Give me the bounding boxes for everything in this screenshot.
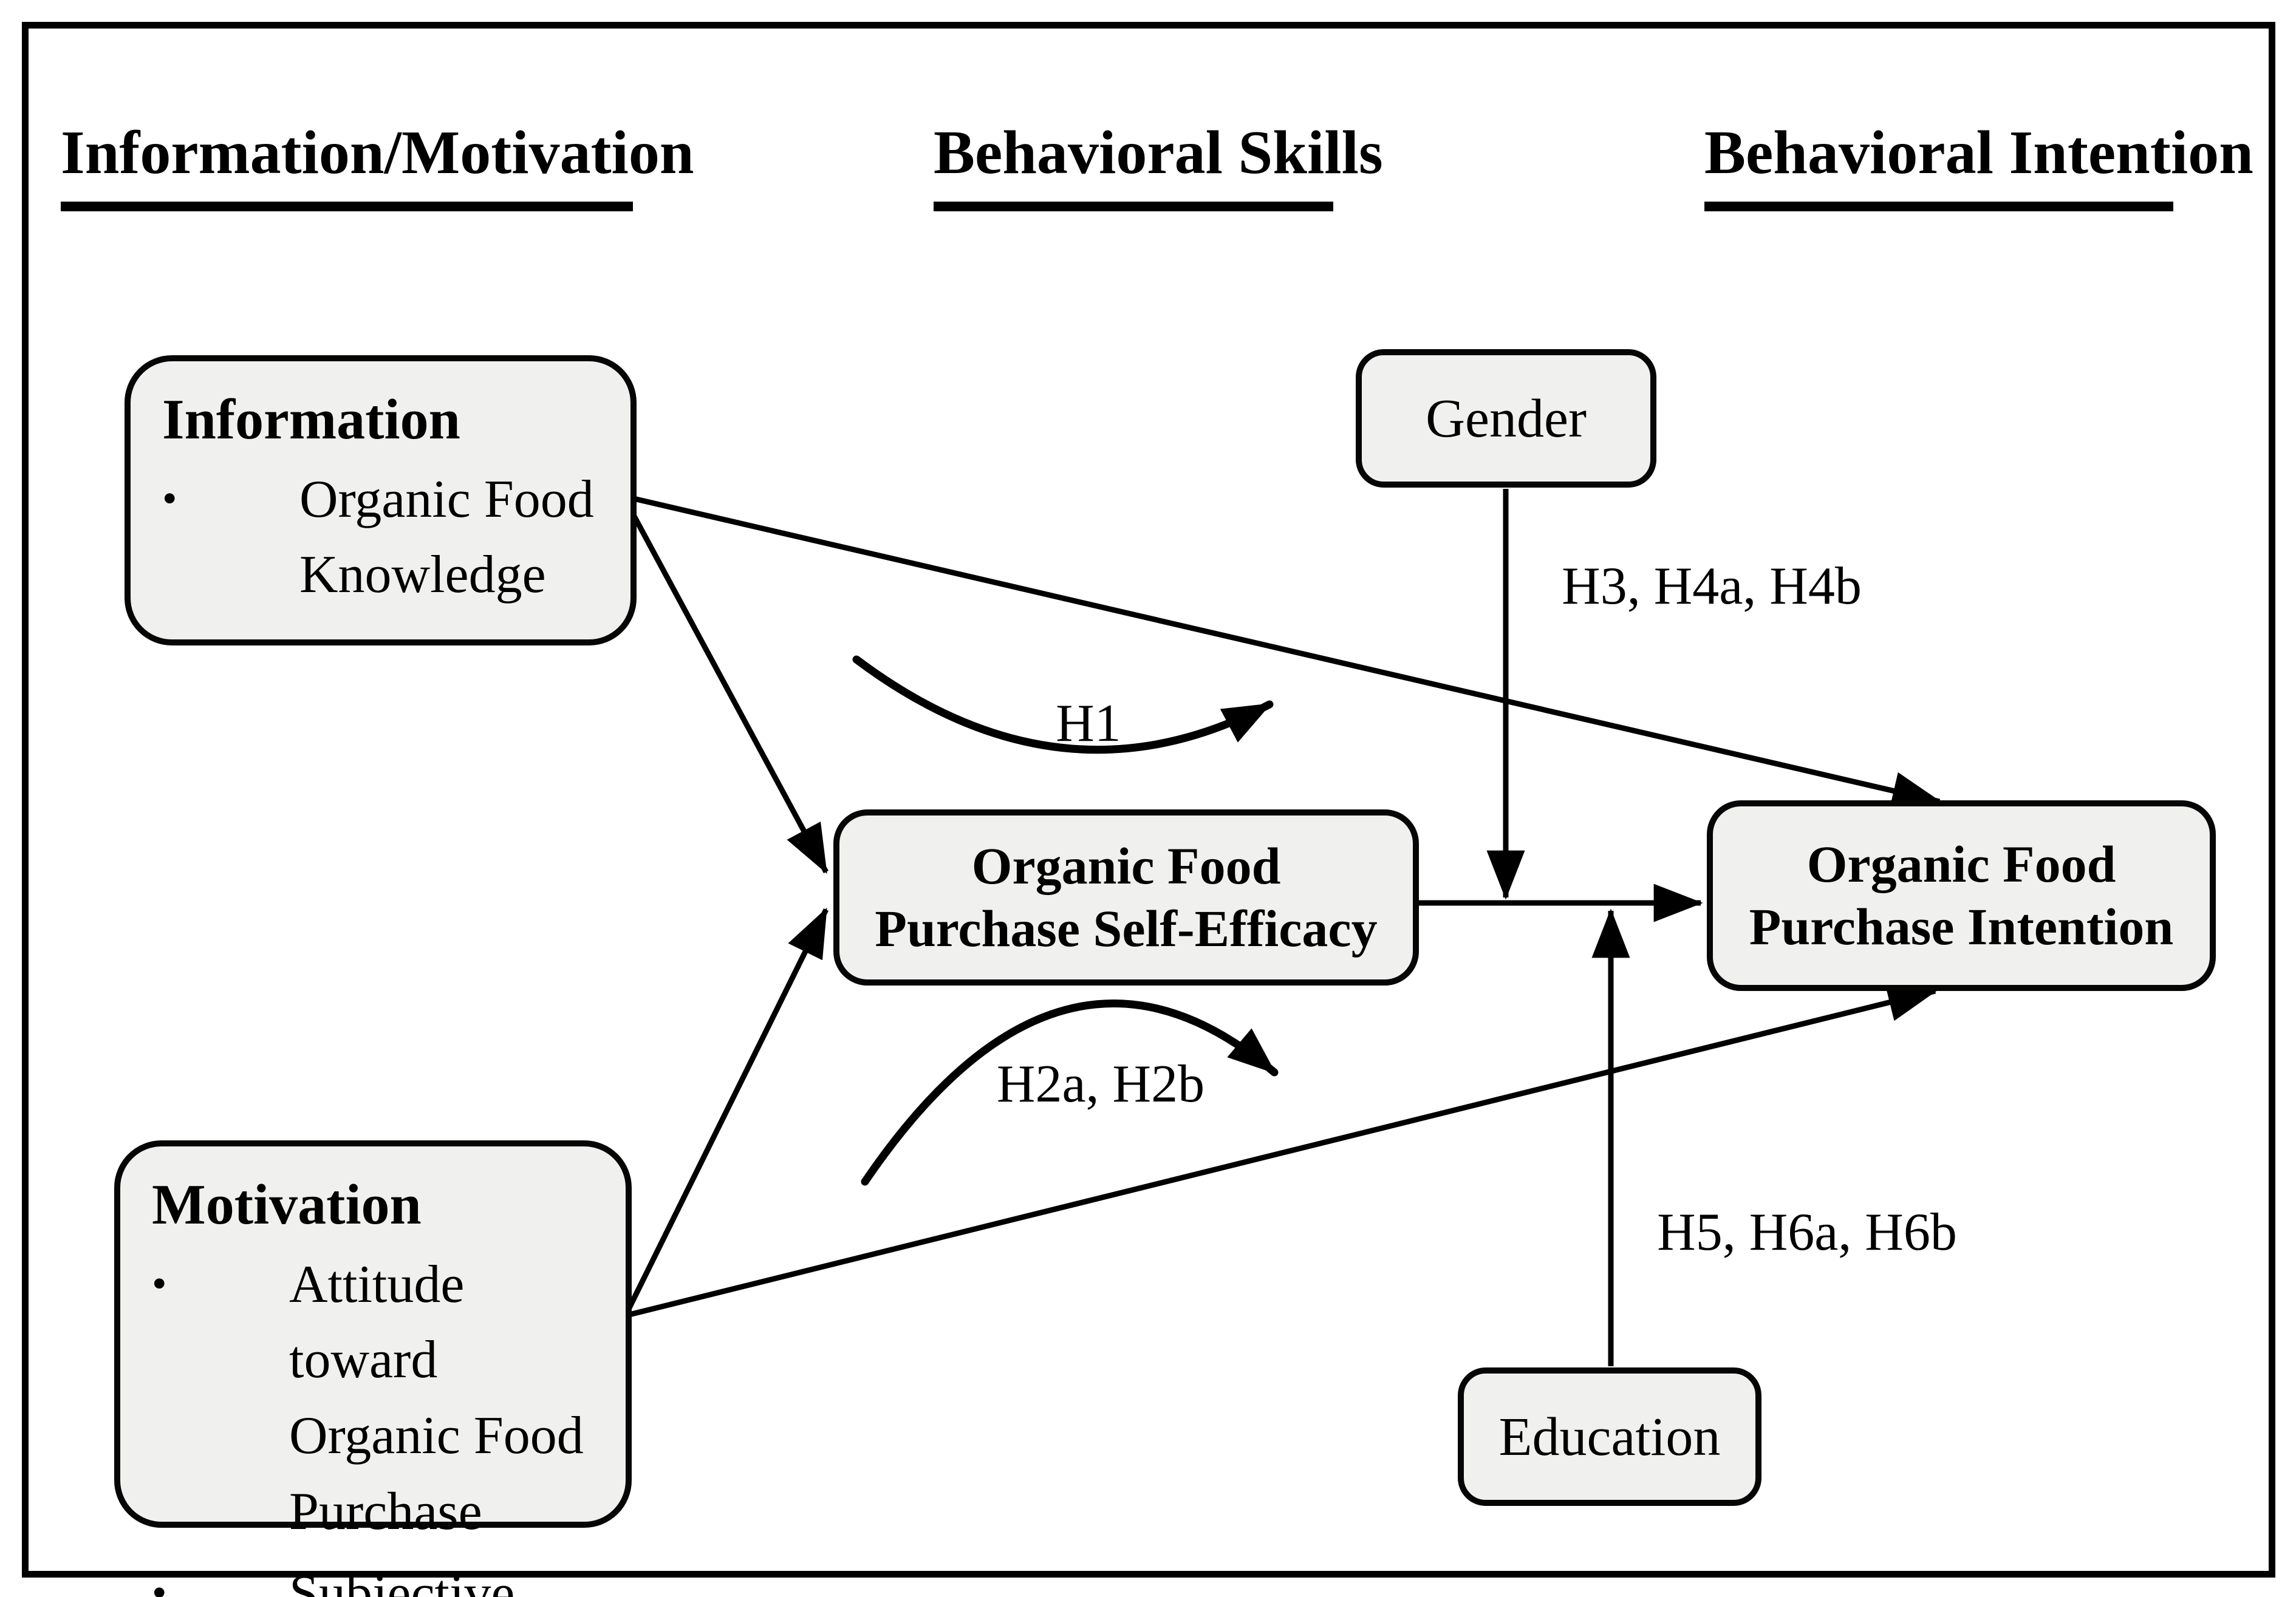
node-information: Information • Organic Food Knowledge [125,355,637,645]
bullet-icon: • [162,475,177,522]
node-self-efficacy: Organic Food Purchase Self-Efficacy [833,809,1419,986]
arrow-motivation-to-self-efficacy [624,907,829,1314]
node-motivation-bullet-2-text: Subjective Norm [289,1564,515,1597]
node-information-bullet: • Organic Food Knowledge [162,462,600,614]
node-motivation-bullet-2: • Subjective Norm [152,1556,595,1597]
node-education: Education [1458,1367,1761,1506]
arrow-information-to-self-efficacy [623,499,829,874]
header-behavioral-intention: Behavioral Intention [1704,118,2253,212]
node-motivation-title: Motivation [152,1173,422,1236]
node-motivation: Motivation • Attitude toward Organic Foo… [114,1140,632,1597]
arrow-information-to-intention [624,494,1942,810]
figure-outer-border [22,22,2275,1578]
node-information-bullet-text: Organic Food Knowledge [299,469,594,605]
node-education-label: Education [1498,1406,1721,1467]
label-h2a-h2b: H2a, H2b [996,1055,1205,1114]
bullet-icon: • [152,1260,167,1307]
node-motivation-bullet-1: • Attitude toward Organic Food Purchase [152,1247,595,1551]
header-information-motivation: Information/Motivation [61,118,694,212]
node-self-efficacy-line-2: Purchase Self-Efficacy [875,899,1378,958]
node-motivation-bullet-1-text: Attitude toward Organic Food Purchase [289,1255,584,1542]
label-h3-h4a-h4b: H3, H4a, H4b [1562,557,1862,616]
node-intention: Organic Food Purchase Intention [1707,800,2216,991]
header-behavioral-skills: Behavioral Skills [934,118,1383,212]
node-intention-line-2: Purchase Intention [1749,897,2174,956]
label-h5-h6a-h6b: H5, H6a, H6b [1657,1203,1957,1262]
node-gender-label: Gender [1426,388,1587,449]
node-information-title: Information [162,388,460,451]
node-intention-line-1: Organic Food [1806,834,2116,893]
bullet-icon: • [152,1570,167,1597]
node-gender: Gender [1356,349,1656,488]
arrow-motivation-to-intention [626,984,1938,1318]
node-self-efficacy-line-1: Organic Food [971,836,1281,895]
label-h1: H1 [1056,694,1121,753]
curved-arrow-h2 [861,999,1279,1186]
curved-arrow-h1 [852,655,1274,754]
